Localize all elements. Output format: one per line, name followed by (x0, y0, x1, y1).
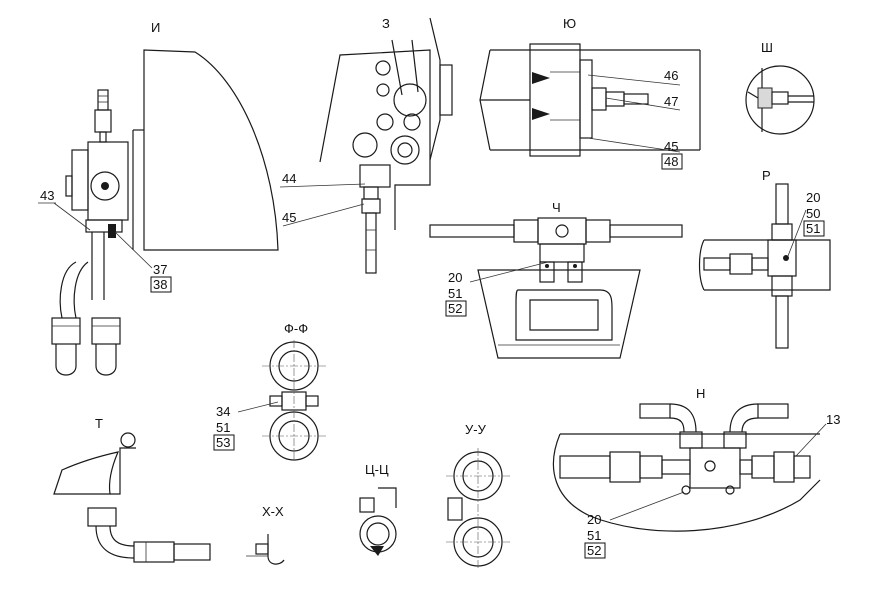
callout-37: 37 (153, 262, 167, 277)
callout-20-ch: 20 (448, 270, 462, 285)
view-title-i: И (151, 20, 160, 35)
view-title-z: З (382, 16, 390, 31)
view-title-xx: Х-Х (262, 504, 284, 519)
view-title-ff: Ф-Ф (284, 321, 308, 336)
view-ch: Ч (429, 200, 683, 359)
callout-51-r: 51 (806, 221, 820, 236)
callout-47: 47 (664, 94, 678, 109)
callout-51-ch: 51 (448, 286, 462, 301)
callout-51-h: 51 (587, 528, 601, 543)
view-h: Н (552, 386, 827, 532)
callout-51-ff: 51 (216, 420, 230, 435)
view-tsts: Ц-Ц (359, 462, 397, 556)
view-z: З (279, 16, 453, 274)
callout-51-r-box (803, 220, 825, 237)
callout-45-z: 45 (282, 210, 296, 225)
callout-52-h-box (584, 542, 606, 559)
callout-45-yu: 45 (664, 139, 678, 154)
callout-43: 43 (40, 188, 54, 203)
callout-52-ch-box (445, 300, 467, 317)
callout-38: 38 (153, 277, 167, 292)
callout-50-r: 50 (806, 206, 820, 221)
view-r: Р (698, 168, 831, 349)
callout-52-ch: 52 (448, 301, 462, 316)
callout-48-box (661, 153, 683, 170)
callout-20-r: 20 (806, 190, 820, 205)
view-t: Т (53, 416, 211, 563)
view-uu: У-У (446, 422, 512, 570)
view-title-yu: Ю (563, 16, 576, 31)
view-xx: Х-Х (246, 504, 285, 565)
callout-48: 48 (664, 154, 678, 169)
view-sh: Ш (745, 40, 815, 135)
view-title-h: Н (696, 386, 705, 401)
callout-34: 34 (216, 404, 230, 419)
callout-52-h: 52 (587, 543, 601, 558)
view-title-tsts: Ц-Ц (365, 462, 389, 477)
view-title-t: Т (95, 416, 103, 431)
view-title-r: Р (762, 168, 771, 183)
callout-13: 13 (826, 412, 840, 427)
view-yu: Ю (479, 16, 701, 157)
callout-20-h: 20 (587, 512, 601, 527)
view-ff: Ф-Ф (237, 321, 326, 462)
view-title-ch: Ч (552, 200, 561, 215)
callout-46: 46 (664, 68, 678, 83)
callout-53-box (213, 434, 235, 451)
view-title-sh: Ш (761, 40, 773, 55)
callout-53: 53 (216, 435, 230, 450)
callout-44: 44 (282, 171, 296, 186)
view-i: И (38, 20, 279, 376)
callout-38-box (150, 276, 172, 293)
view-title-uu: У-У (465, 422, 487, 437)
